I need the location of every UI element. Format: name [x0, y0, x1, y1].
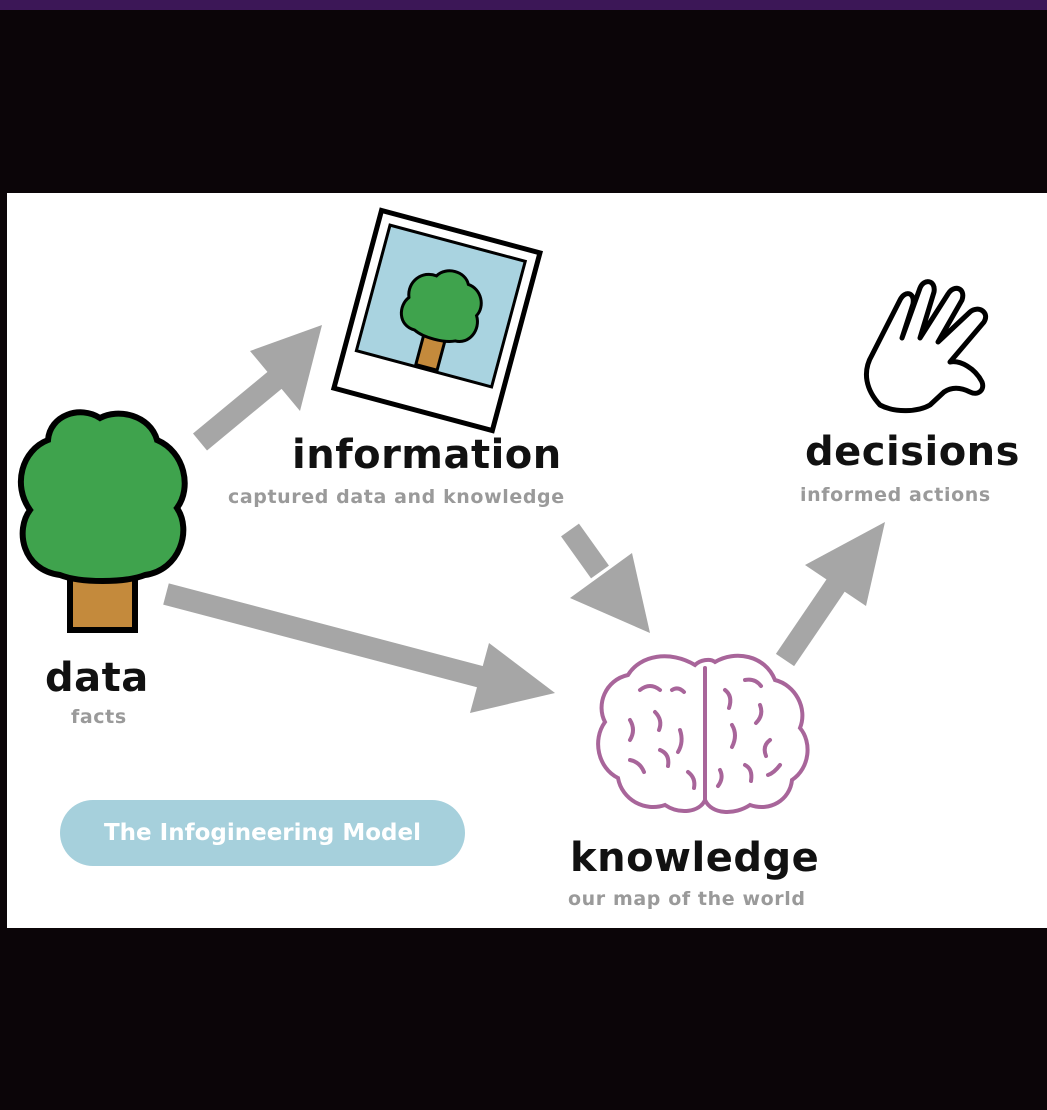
tree-icon	[18, 409, 188, 633]
frame-top-band	[7, 10, 1047, 193]
decisions-subtitle: informed actions	[800, 484, 991, 506]
information-subtitle: captured data and knowledge	[228, 486, 565, 508]
frame-bottom-band	[7, 928, 1047, 1110]
photo-icon	[330, 207, 544, 434]
arrow-information-to-knowledge	[561, 523, 650, 633]
information-title: information	[292, 432, 562, 478]
hand-icon	[863, 279, 988, 414]
brain-icon	[596, 653, 810, 814]
arrow-data-to-knowledge	[163, 583, 555, 713]
knowledge-title: knowledge	[570, 835, 820, 881]
arrow-knowledge-to-decisions	[775, 522, 885, 667]
frame-top-bar	[0, 0, 1047, 10]
frame-left-edge	[0, 10, 7, 1110]
model-name-badge: The Infogineering Model	[60, 800, 465, 866]
decisions-title: decisions	[805, 429, 1020, 475]
data-subtitle: facts	[71, 706, 127, 728]
arrow-data-to-information	[192, 325, 322, 451]
data-title: data	[45, 655, 149, 701]
model-name-label: The Infogineering Model	[103, 820, 422, 846]
knowledge-subtitle: our map of the world	[568, 888, 806, 910]
